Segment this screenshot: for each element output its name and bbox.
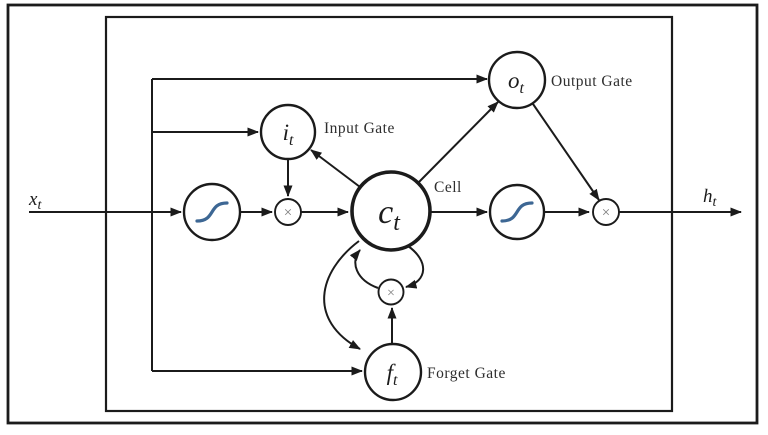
forget-gate-letter: f [387,360,397,385]
output-letter: h [703,186,713,207]
input-gate-node: it [259,103,317,161]
output-gate-to-multiply-line [532,103,600,201]
cell-to-input-gate-line [310,149,361,188]
multiply-circle [377,278,405,306]
cell-circle [350,170,432,252]
forget-gate-symbol: ft [387,360,398,389]
output-gate-node: ot [487,50,547,110]
multiply-icon: × [284,205,292,221]
inner-frame [104,15,674,413]
multiply-circle [592,198,620,226]
multiply-icon: × [602,205,610,221]
cell-to-output-gate-line [417,101,499,184]
forget-gate-circle [363,342,423,402]
input-letter: x [28,189,38,210]
input-gate-subscript: t [289,132,294,149]
cell-subscript: t [393,210,401,236]
output-gate-subscript: t [520,80,525,97]
sigmoid-icon [500,201,534,223]
outer-frame [6,3,759,425]
multiply-circle [274,198,302,226]
input-subscript: t [37,198,42,213]
self-multiply-to-cell-curve [349,249,379,289]
output-gate-symbol: ot [508,68,525,97]
output-label: ht [703,186,718,210]
input-gate-label: Input Gate [324,120,395,137]
forget-gate-subscript: t [393,372,398,389]
output-squash-node [488,183,546,241]
multiply-icon: × [387,286,395,301]
cell-to-forget-gate-curve [323,240,361,350]
cell-letter: c [378,194,393,231]
input-multiply-node: × [274,198,302,226]
cell-node: ct [350,170,432,252]
sigmoid-icon [195,201,229,223]
cell-symbol: ct [378,194,401,236]
input-gate-symbol: it [283,120,294,149]
input-gate-circle [259,103,317,161]
input-squash-node [182,182,242,242]
cell-label: Cell [434,179,462,196]
output-gate-letter: o [508,68,520,93]
output-gate-circle [487,50,547,110]
output-gate-label: Output Gate [551,73,633,90]
wires [29,74,742,376]
output-subscript: t [713,195,718,210]
input-gate-letter: i [283,120,289,145]
forget-gate-node: ft [363,342,423,402]
output-multiply-node: × [592,198,620,226]
input-label: xt [28,189,42,213]
forget-gate-label: Forget Gate [427,365,506,382]
cell-to-self-multiply-curve [405,245,425,289]
self-multiply-node: × [377,278,405,306]
